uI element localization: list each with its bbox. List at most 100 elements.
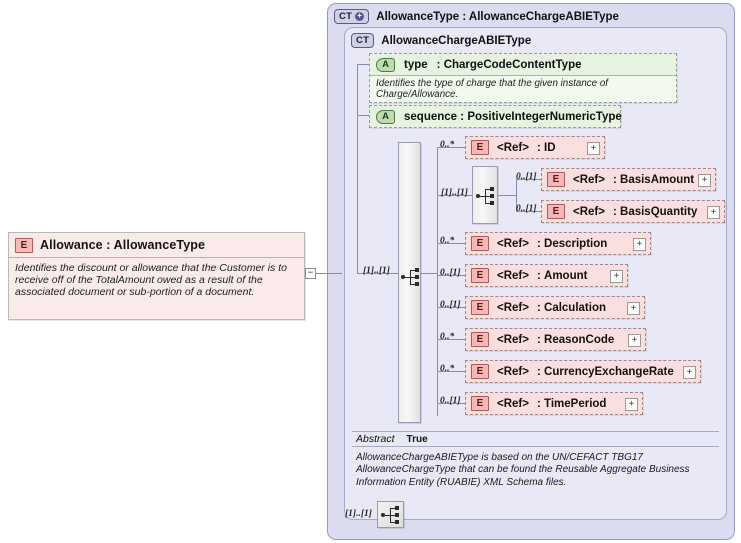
- connector-branch-currencyexchangerate: [437, 371, 465, 372]
- attribute-header: A sequence : PositiveIntegerNumericType: [370, 106, 622, 127]
- attribute-documentation: Identifies the type of charge that the g…: [370, 75, 676, 102]
- inner-complextype-header: CT AllowanceChargeABIEType: [351, 33, 531, 48]
- element-name: : TimePeriod: [536, 397, 607, 410]
- cardinality-choice: [1]..[1]: [441, 188, 468, 198]
- sequence-icon: [476, 186, 496, 206]
- collapse-minus-icon[interactable]: −: [305, 268, 316, 279]
- element-ref-label: <Ref>: [497, 333, 529, 346]
- cardinality-description: 0..*: [440, 236, 455, 246]
- element-badge-icon: E: [547, 172, 565, 187]
- connector-branch-vertical: [437, 147, 438, 416]
- element-name: : ReasonCode: [536, 333, 615, 346]
- element-ref-label: <Ref>: [497, 141, 529, 154]
- expand-plus-icon[interactable]: +: [587, 142, 600, 155]
- expand-plus-icon[interactable]: +: [628, 334, 641, 347]
- element-row-description[interactable]: E <Ref> : Description +: [465, 232, 651, 255]
- connector-choice-stem: [498, 195, 517, 196]
- element-badge-icon: E: [471, 268, 489, 283]
- connector-to-attr-type: [357, 64, 369, 65]
- connector-seq-to-branch: [421, 273, 438, 274]
- expand-plus-icon[interactable]: +: [627, 302, 640, 315]
- element-badge-icon: E: [471, 364, 489, 379]
- element-badge-icon: E: [471, 396, 489, 411]
- attribute-name: type: [404, 58, 428, 71]
- complextype-badge-icon[interactable]: CT+: [334, 9, 370, 24]
- abstract-value: True: [406, 433, 428, 445]
- element-ref-label: <Ref>: [497, 301, 529, 314]
- connector-to-attr-sequence: [357, 115, 369, 116]
- element-badge-icon: E: [471, 236, 489, 251]
- attribute-type: : ChargeCodeContentType: [436, 58, 582, 71]
- connector-branch-amount: [437, 275, 465, 276]
- attribute-badge-icon: A: [376, 57, 395, 72]
- element-ref-label: <Ref>: [497, 365, 529, 378]
- attribute-row-type[interactable]: A type : ChargeCodeContentType Identifie…: [369, 53, 677, 103]
- expand-plus-icon[interactable]: +: [683, 366, 696, 379]
- expand-plus-icon: +: [355, 12, 365, 21]
- element-row-currencyexchangerate[interactable]: E <Ref> : CurrencyExchangeRate +: [465, 360, 701, 383]
- element-name: : BasisAmount: [612, 173, 695, 186]
- connector-to-sequence-node: [357, 273, 398, 274]
- connector-branch-choice: [437, 195, 472, 196]
- element-row-calculation[interactable]: E <Ref> : Calculation +: [465, 296, 645, 319]
- element-name: : Calculation: [536, 301, 606, 314]
- connector-branch-id: [437, 147, 465, 148]
- expand-plus-icon[interactable]: +: [698, 174, 711, 187]
- connector-branch-calculation: [437, 307, 465, 308]
- element-badge-icon: E: [471, 140, 489, 155]
- expand-plus-icon[interactable]: +: [610, 270, 623, 283]
- cardinality-currencyexchangerate: 0..*: [440, 364, 455, 374]
- element-name: : Amount: [536, 269, 588, 282]
- cardinality-timeperiod: 0..[1]: [440, 396, 461, 406]
- element-row-amount[interactable]: E <Ref> : Amount +: [465, 264, 628, 287]
- expand-plus-icon[interactable]: +: [625, 398, 638, 411]
- element-row-basisamount[interactable]: E <Ref> : BasisAmount +: [541, 168, 716, 191]
- expand-plus-icon[interactable]: +: [633, 238, 646, 251]
- root-element-box[interactable]: E Allowance : AllowanceType Identifies t…: [8, 232, 305, 320]
- connector-choice-basisquantity: [516, 211, 541, 212]
- element-row-basisquantity[interactable]: E <Ref> : BasisQuantity +: [541, 200, 725, 223]
- sequence-compartment[interactable]: [398, 142, 421, 423]
- element-badge-icon: E: [547, 204, 565, 219]
- element-ref-label: <Ref>: [497, 269, 529, 282]
- outer-complextype-header: CT+ AllowanceType : AllowanceChargeABIET…: [334, 9, 619, 24]
- sequence-icon: [381, 505, 401, 525]
- element-name: : Description: [536, 237, 608, 250]
- cardinality-reasoncode: 0..*: [440, 332, 455, 342]
- connector-root-to-type: [316, 273, 342, 274]
- element-badge-icon: E: [471, 332, 489, 347]
- bottom-sequence-node[interactable]: [377, 501, 404, 528]
- attribute-badge-icon: A: [376, 109, 395, 124]
- element-ref-label: <Ref>: [573, 205, 605, 218]
- connector-branch-reasoncode: [437, 339, 465, 340]
- element-row-reasoncode[interactable]: E <Ref> : ReasonCode +: [465, 328, 646, 351]
- root-element-documentation: Identifies the discount or allowance tha…: [15, 262, 287, 299]
- abstract-label: Abstract: [356, 433, 395, 445]
- element-name: : BasisQuantity: [612, 205, 698, 218]
- connector-rail-vertical: [357, 64, 358, 274]
- element-ref-label: <Ref>: [497, 237, 529, 250]
- cardinality-bottom-sequence: [1]..[1]: [345, 509, 372, 519]
- cardinality-id: 0..*: [440, 140, 455, 150]
- element-ref-label: <Ref>: [497, 397, 529, 410]
- cardinality-basisquantity: 0..[1]: [516, 204, 537, 214]
- outer-complextype-title: AllowanceType : AllowanceChargeABIEType: [376, 10, 619, 23]
- expand-plus-icon[interactable]: +: [707, 206, 720, 219]
- root-element-title: Allowance : AllowanceType: [40, 238, 206, 252]
- cardinality-sequence: [1]..[1]: [363, 266, 390, 276]
- root-element-header: E Allowance : AllowanceType: [9, 233, 304, 258]
- element-name: : CurrencyExchangeRate: [536, 365, 674, 378]
- inner-complextype-title: AllowanceChargeABIEType: [381, 34, 532, 47]
- complextype-badge-icon[interactable]: CT: [351, 33, 375, 48]
- attribute-name: sequence : PositiveIntegerNumericType: [404, 110, 622, 123]
- element-row-timeperiod[interactable]: E <Ref> : TimePeriod +: [465, 392, 643, 415]
- connector-branch-timeperiod: [437, 403, 465, 404]
- element-row-id[interactable]: E <Ref> : ID +: [465, 136, 605, 159]
- abstract-row: Abstract True: [352, 431, 719, 447]
- attribute-row-sequence[interactable]: A sequence : PositiveIntegerNumericType: [369, 105, 622, 128]
- choice-compartment[interactable]: [472, 166, 498, 224]
- element-name: : ID: [536, 141, 556, 154]
- sequence-icon: [401, 267, 421, 287]
- element-badge-icon: E: [15, 237, 33, 253]
